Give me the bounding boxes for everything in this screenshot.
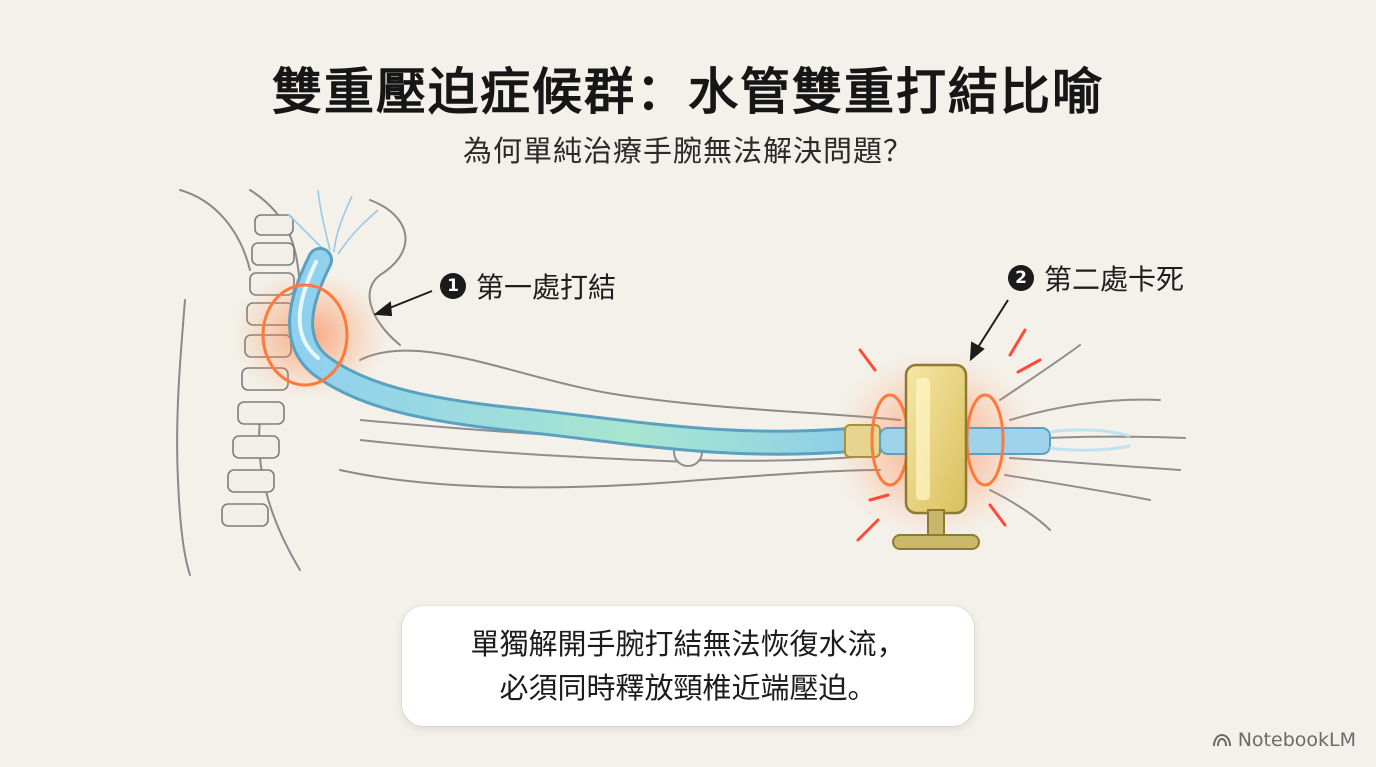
hose-nerve: [288, 247, 1131, 458]
callout-label: 第一處打結: [476, 271, 617, 304]
notebooklm-logo-icon: [1212, 733, 1231, 747]
caption-line-2: 必須同時釋放頸椎近端壓迫。: [499, 671, 877, 705]
caption-box: 單獨解開手腕打結無法恢復水流， 必須同時釋放頸椎近端壓迫。: [402, 606, 974, 726]
brand-name: NotebookLM: [1237, 729, 1356, 751]
body-outline: [176, 189, 901, 576]
brand-watermark: NotebookLM: [1212, 729, 1356, 751]
page-subtitle: 為何單純治療手腕無法解決問題？: [462, 134, 913, 168]
pain-burst-lines: [856, 328, 1042, 542]
callout-label: 第二處卡死: [1044, 263, 1185, 296]
callout-number-badge: 2: [1008, 265, 1034, 291]
callout-number-badge: 1: [440, 273, 466, 299]
callout-second-clamp: 2 第二處卡死: [1008, 258, 1184, 298]
callout-arrows: [373, 290, 1009, 362]
nerve-fibers: [287, 189, 379, 255]
page-title: 雙重壓迫症候群：水管雙重打結比喻: [272, 63, 1104, 121]
caption-line-1: 單獨解開手腕打結無法恢復水流，: [470, 627, 906, 661]
callout-first-knot: 1 第一處打結: [440, 266, 616, 306]
wrist-clamp: [892, 363, 980, 550]
